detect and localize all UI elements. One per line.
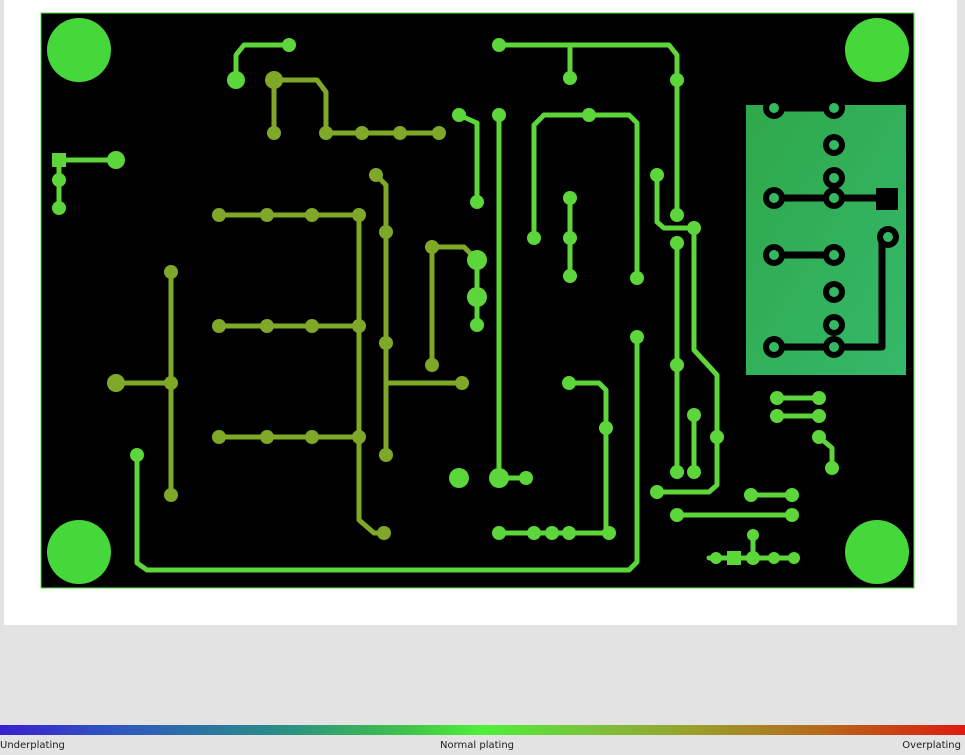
plating-color-scale [0,725,965,735]
pcb-view-canvas[interactable] [4,0,957,625]
normal-plating-label: Normal plating [440,740,514,751]
pcb-thickness-map[interactable] [4,0,957,625]
copper-pads-olive [107,71,469,540]
underplating-label: Underplating [0,740,65,751]
copper-pads-green [52,38,839,565]
relay-pads [763,97,899,358]
mounting-hole [845,520,909,584]
mounting-holes [47,18,909,584]
overplating-label: Overplating [902,740,961,751]
mounting-hole [47,520,111,584]
mounting-hole [845,18,909,82]
mounting-hole [47,18,111,82]
